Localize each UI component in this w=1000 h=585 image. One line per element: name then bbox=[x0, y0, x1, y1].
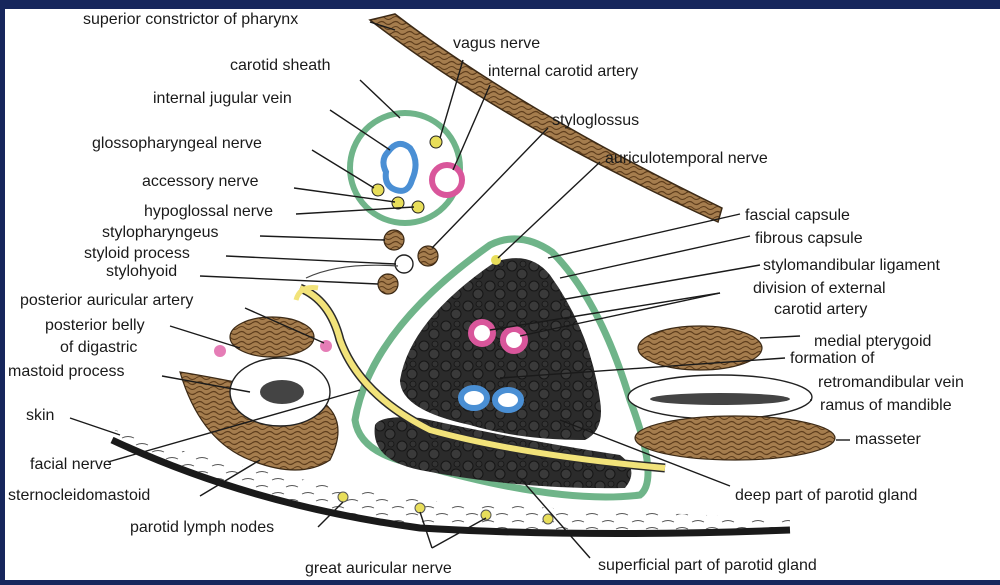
internal-carotid-artery bbox=[432, 165, 462, 195]
label-formation-of: formation of bbox=[790, 350, 875, 367]
retromandibular-vein-left bbox=[461, 388, 487, 408]
ramus-marrow bbox=[650, 393, 790, 405]
label-auriculotemporal-nerve: auriculotemporal nerve bbox=[605, 150, 768, 167]
masseter-muscle bbox=[635, 416, 835, 460]
label-internal-jugular-vein: internal jugular vein bbox=[153, 90, 292, 107]
stylohyoid-muscle bbox=[378, 274, 398, 294]
label-posterior-auricular-artery: posterior auricular artery bbox=[20, 292, 193, 309]
parotid-lymph-node-4 bbox=[543, 514, 553, 524]
label-internal-carotid-artery: internal carotid artery bbox=[488, 63, 638, 80]
label-stylohyoid: stylohyoid bbox=[106, 263, 177, 280]
parotid-lymph-node-1 bbox=[338, 492, 348, 502]
label-facial-nerve: facial nerve bbox=[30, 456, 112, 473]
retromandibular-vein-right bbox=[495, 390, 521, 410]
label-mastoid-process: mastoid process bbox=[8, 363, 125, 380]
label-ramus-of-mandible: ramus of mandible bbox=[820, 397, 952, 414]
label-fascial-capsule: fascial capsule bbox=[745, 207, 850, 224]
label-stylopharyngeus: stylopharyngeus bbox=[102, 224, 219, 241]
mastoid-air-cells bbox=[260, 380, 304, 404]
posterior-auricular-artery-left bbox=[214, 345, 226, 357]
label-posterior-belly-2: of digastric bbox=[60, 339, 137, 356]
label-accessory-nerve: accessory nerve bbox=[142, 173, 259, 190]
label-styloglossus: styloglossus bbox=[552, 112, 639, 129]
label-skin: skin bbox=[26, 407, 54, 424]
label-parotid-lymph-nodes: parotid lymph nodes bbox=[130, 519, 274, 536]
label-superior-constrictor: superior constrictor of pharynx bbox=[83, 11, 298, 28]
label-division-external-carotid-1: division of external bbox=[753, 280, 886, 297]
label-great-auricular-nerve: great auricular nerve bbox=[305, 560, 452, 577]
stylopharyngeus-muscle bbox=[384, 230, 404, 250]
label-masseter: masseter bbox=[855, 431, 921, 448]
label-posterior-belly-1: posterior belly bbox=[45, 317, 145, 334]
external-carotid-division-left bbox=[471, 322, 493, 344]
label-styloid-process: styloid process bbox=[84, 245, 190, 262]
label-deep-part-parotid: deep part of parotid gland bbox=[735, 487, 917, 504]
label-glossopharyngeal-nerve: glossopharyngeal nerve bbox=[92, 135, 262, 152]
label-sternocleidomastoid: sternocleidomastoid bbox=[8, 487, 150, 504]
label-hypoglossal-nerve: hypoglossal nerve bbox=[144, 203, 273, 220]
label-fibrous-capsule: fibrous capsule bbox=[755, 230, 863, 247]
parotid-lymph-node-2 bbox=[415, 503, 425, 513]
label-vagus-nerve: vagus nerve bbox=[453, 35, 540, 52]
label-division-external-carotid-2: carotid artery bbox=[774, 301, 867, 318]
glossopharyngeal-nerve-node bbox=[372, 184, 384, 196]
label-carotid-sheath: carotid sheath bbox=[230, 57, 331, 74]
label-retromandibular-vein: retromandibular vein bbox=[818, 374, 964, 391]
label-stylomandibular-ligament: stylomandibular ligament bbox=[763, 257, 941, 274]
styloglossus-muscle bbox=[418, 246, 438, 266]
label-superficial-part-parotid: superficial part of parotid gland bbox=[598, 557, 817, 574]
external-carotid-division-right bbox=[503, 329, 525, 351]
label-medial-pterygoid: medial pterygoid bbox=[814, 333, 931, 350]
internal-jugular-vein bbox=[383, 144, 415, 191]
styloid-process bbox=[395, 255, 413, 273]
posterior-belly-digastric bbox=[230, 317, 314, 357]
